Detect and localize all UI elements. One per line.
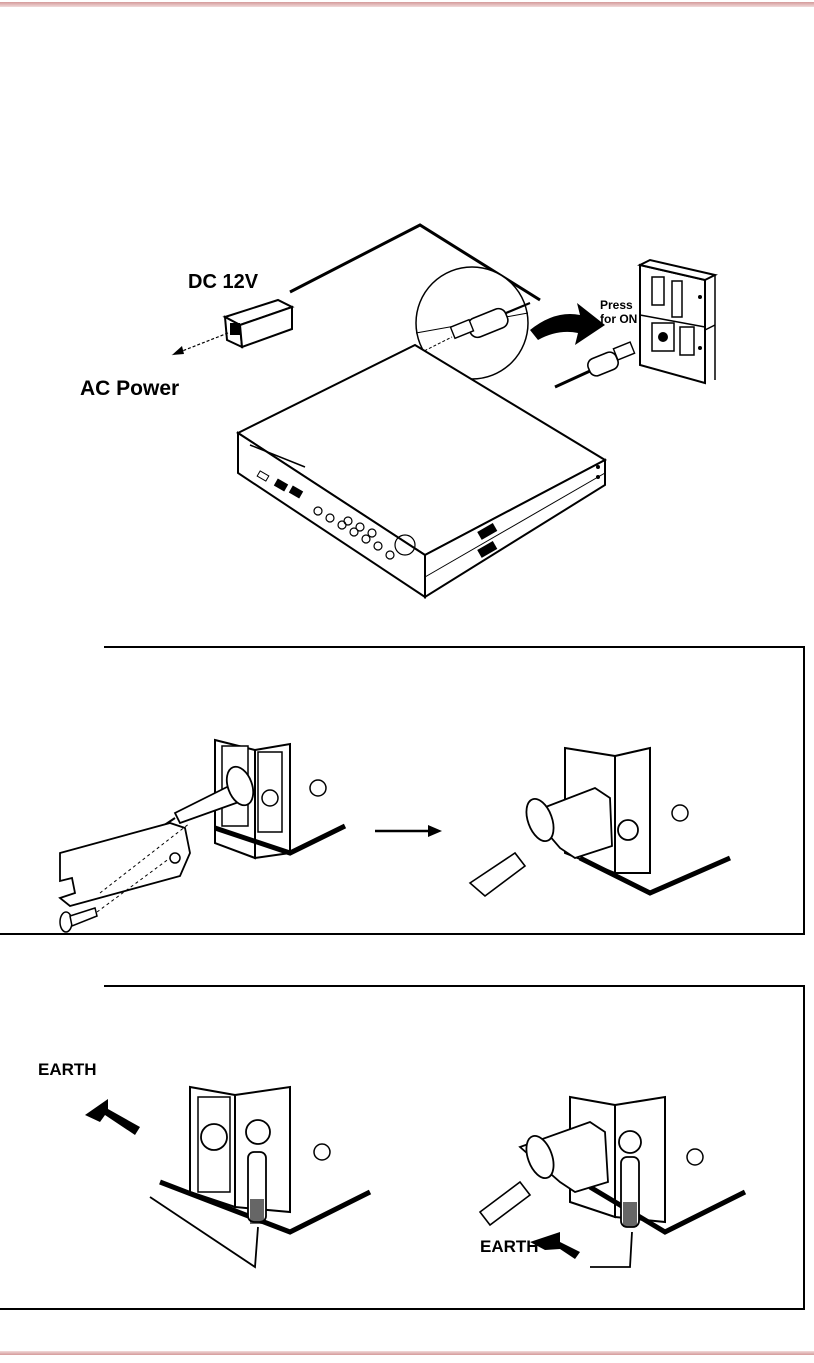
power-adapter-icon bbox=[225, 300, 292, 347]
dvr-unit-icon bbox=[238, 345, 605, 597]
arrow-icon bbox=[530, 303, 605, 345]
earth-arrow-left-icon bbox=[85, 1099, 140, 1135]
press-label: Press bbox=[600, 298, 633, 312]
ac-power-label: AC Power bbox=[80, 377, 179, 400]
footer-rule bbox=[0, 1351, 814, 1355]
for-on-label: for ON bbox=[600, 312, 637, 326]
bracket-attach-figure bbox=[0, 648, 805, 937]
power-switch-icon bbox=[652, 277, 664, 305]
screw-icon bbox=[60, 908, 97, 932]
dvr-power-connection-figure: DC 12V AC Power Press for ON bbox=[60, 205, 760, 610]
earth-label-right: EARTH bbox=[480, 1237, 539, 1256]
bracket-attach-panel bbox=[0, 646, 805, 935]
earth-label-left: EARTH bbox=[38, 1060, 97, 1079]
dc-12v-label: DC 12V bbox=[188, 271, 259, 293]
ground-connection-figure: EARTH EARTH bbox=[0, 987, 805, 1312]
header-rule bbox=[0, 2, 814, 7]
ground-connection-panel: EARTH EARTH bbox=[0, 985, 805, 1310]
next-step-arrow-icon bbox=[375, 825, 442, 837]
